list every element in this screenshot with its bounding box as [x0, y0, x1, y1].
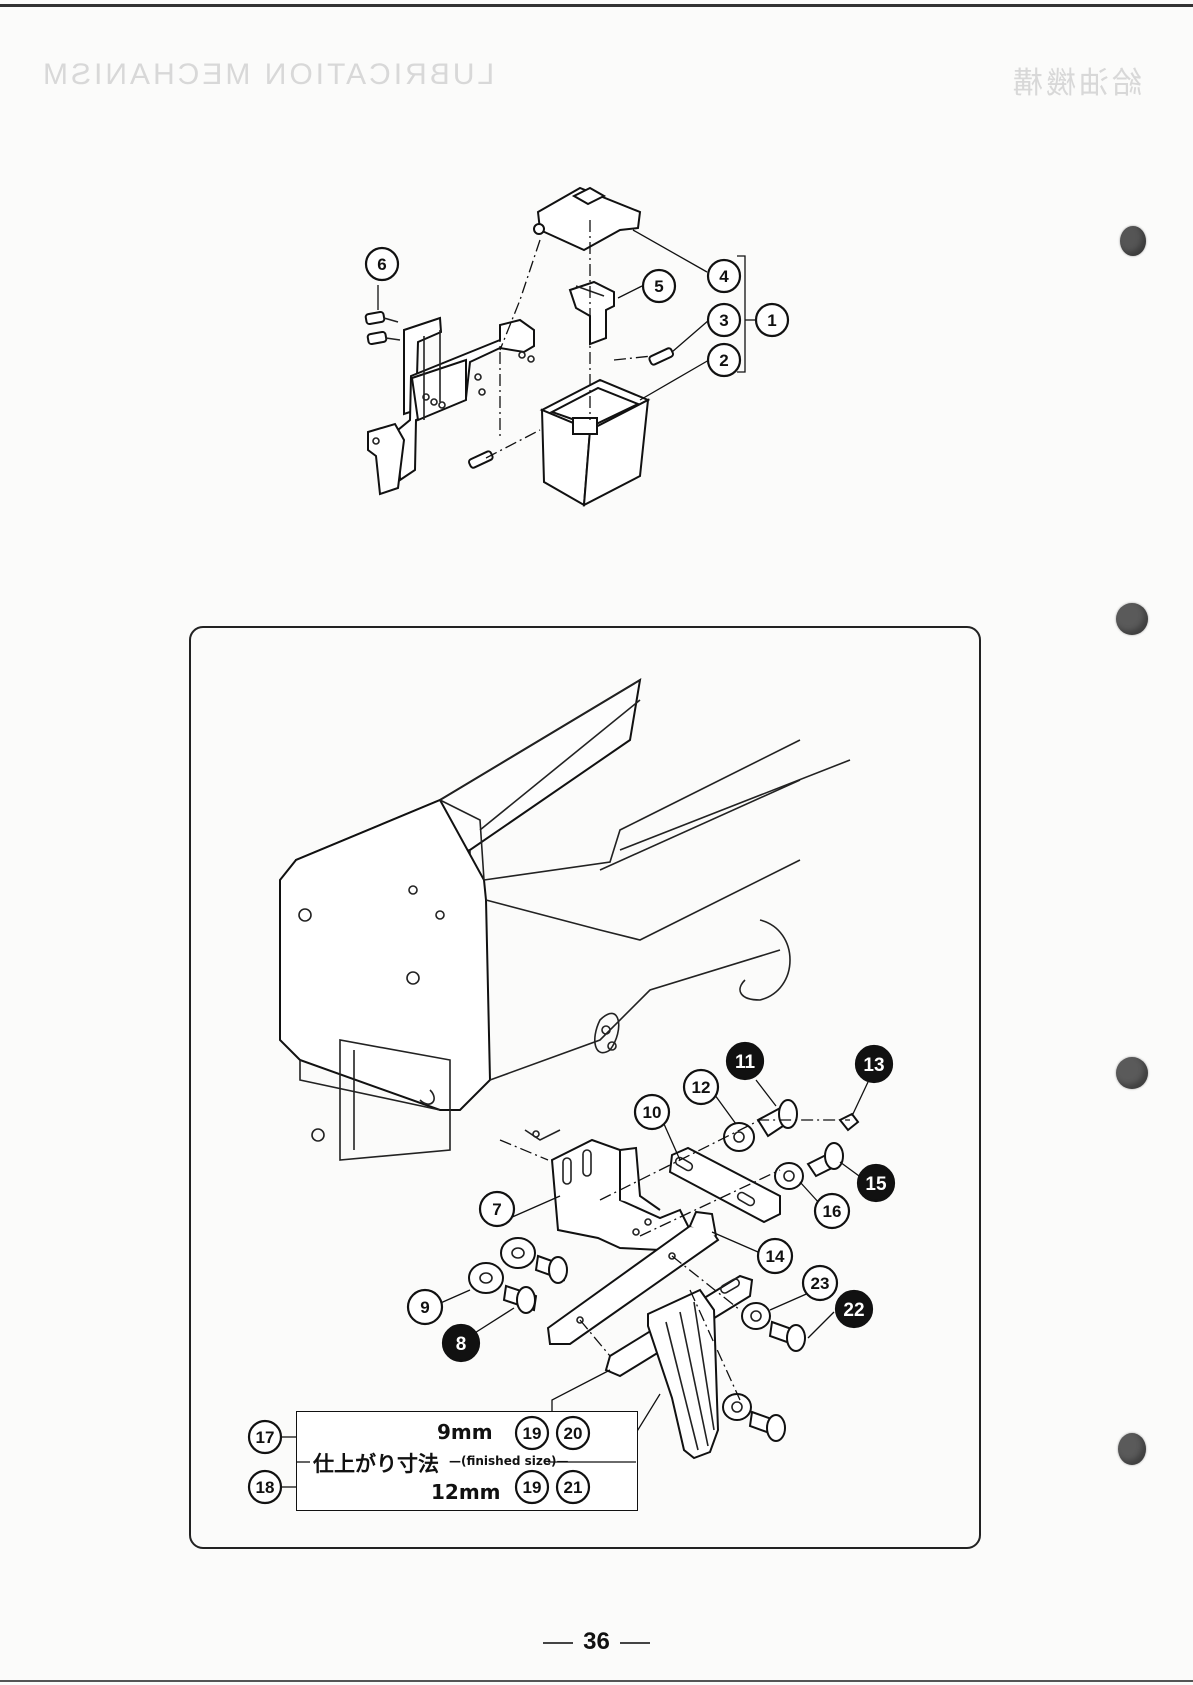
page-number: 36	[0, 1628, 1193, 1656]
callout-19-row1: 19	[516, 1417, 548, 1449]
svg-text:18: 18	[256, 1478, 275, 1497]
callout-18: 18	[249, 1471, 281, 1503]
svg-text:19: 19	[523, 1424, 542, 1443]
bottom-border-line	[0, 1680, 1193, 1682]
finished-size-table-overlay: 17 18 19 20 19 21	[0, 0, 1193, 1560]
svg-text:21: 21	[564, 1478, 583, 1497]
page-number-dash-right	[620, 1642, 650, 1644]
callout-17: 17	[249, 1421, 281, 1453]
svg-text:20: 20	[564, 1424, 583, 1443]
svg-text:19: 19	[523, 1478, 542, 1497]
callout-20: 20	[557, 1417, 589, 1449]
callout-19-row2: 19	[516, 1471, 548, 1503]
page-number-dash-left	[543, 1642, 573, 1644]
page-number-text: 36	[583, 1628, 610, 1655]
callout-21: 21	[557, 1471, 589, 1503]
svg-text:17: 17	[256, 1428, 275, 1447]
